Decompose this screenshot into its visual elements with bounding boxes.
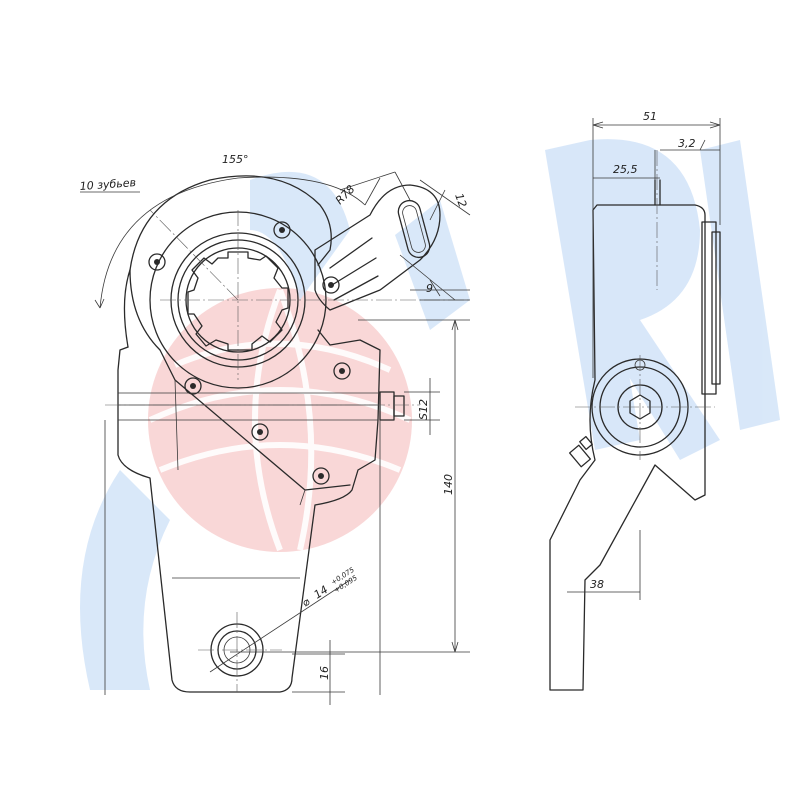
dim-25-5-label: 25,5 bbox=[613, 163, 638, 176]
spline-bore bbox=[187, 251, 289, 351]
side-body-outline bbox=[549, 204, 706, 691]
dim-51-label: 51 bbox=[643, 110, 657, 123]
adjuster-arm bbox=[314, 184, 441, 311]
dim-9-label: 9 bbox=[426, 282, 433, 295]
dim-3-2-label: 3,2 bbox=[678, 137, 696, 150]
dim-140-label: 140 bbox=[442, 474, 455, 495]
bolt-icon bbox=[148, 221, 351, 485]
front-view bbox=[80, 171, 471, 705]
housing-outline bbox=[129, 175, 332, 271]
dim-14-label: 14 bbox=[312, 583, 331, 602]
dim-16-label: 16 bbox=[318, 666, 331, 680]
angle-label: 155° bbox=[222, 153, 249, 166]
lever-body-outline bbox=[117, 329, 381, 693]
teeth-label: 10 зубьев bbox=[79, 176, 136, 193]
side-view bbox=[549, 118, 721, 691]
dim-12-label: 12 bbox=[452, 192, 469, 210]
dim-s12-label: S12 bbox=[417, 399, 430, 420]
dim-38-label: 38 bbox=[590, 578, 604, 591]
grease-fitting-icon bbox=[568, 435, 593, 468]
dimension-labels: 10 зубьев 155° R78 12 9 S12 140 ⌀ 14 +0,… bbox=[79, 110, 695, 680]
